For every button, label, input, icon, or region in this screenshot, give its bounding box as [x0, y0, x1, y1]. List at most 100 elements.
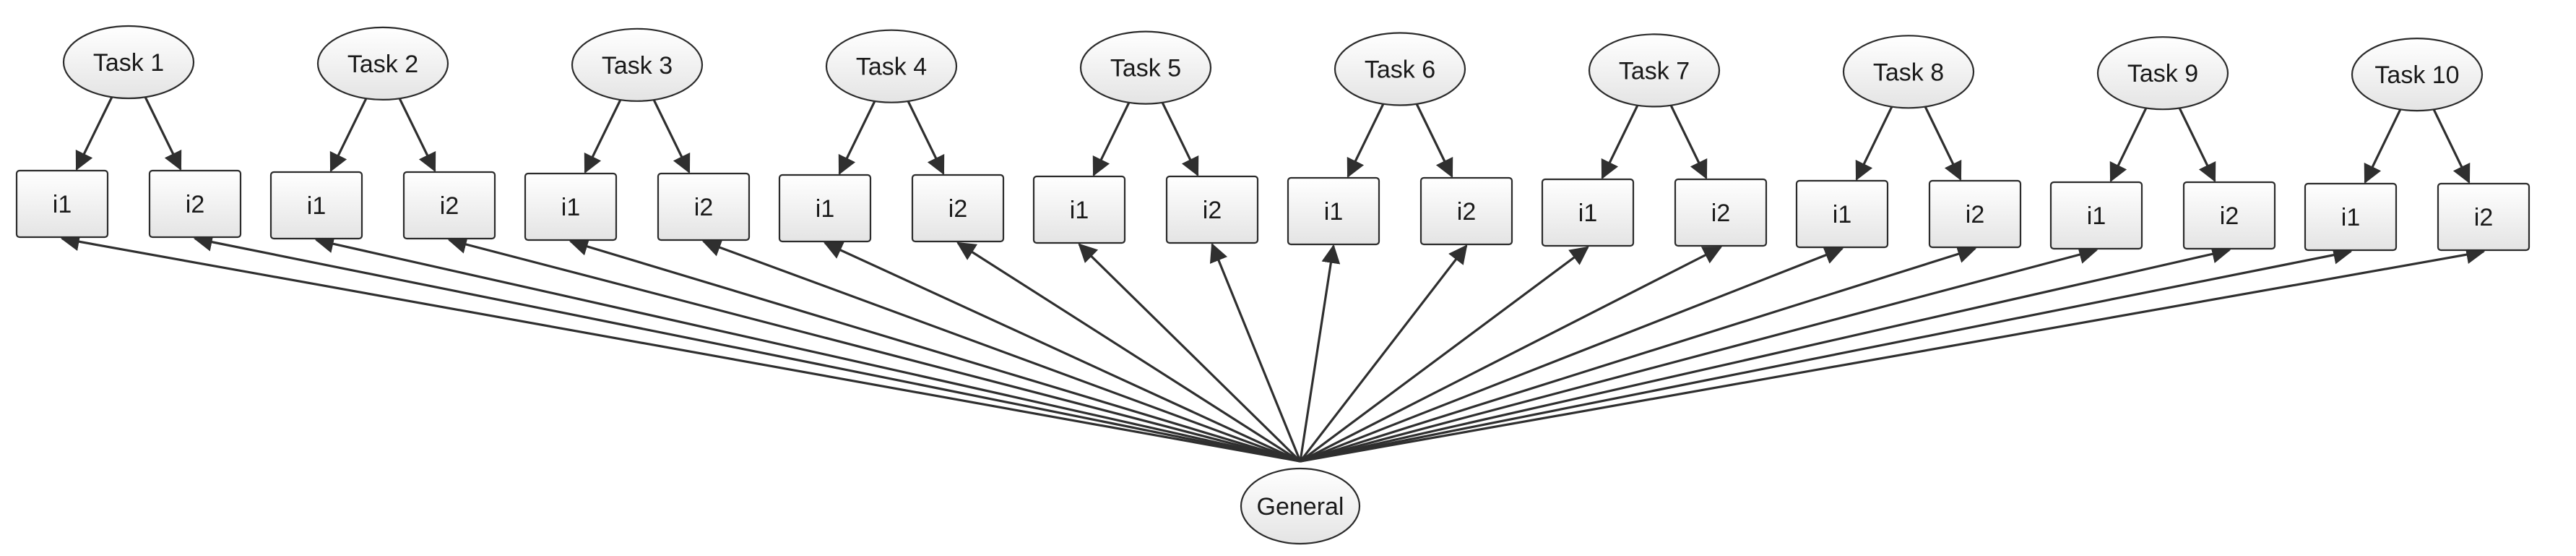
general-to-task1-i1-arrow [60, 232, 1301, 463]
item-box [148, 169, 242, 239]
item-node: i1 [2304, 182, 2398, 252]
item-label: i2 [948, 195, 967, 223]
task-label: Task 3 [602, 52, 673, 80]
task-label: Task 10 [2374, 61, 2459, 89]
task3-to-i2-arrow [652, 98, 691, 174]
item-label: i1 [307, 192, 326, 220]
general-to-task8-i1-arrow [1300, 246, 1844, 463]
task2-to-i1-arrow [329, 96, 368, 172]
task-node: Task 7 [1588, 33, 1721, 108]
task-ellipse [825, 29, 958, 103]
item-node: i2 [657, 172, 751, 241]
task-ellipse [2096, 36, 2229, 111]
general-to-task4-i2-arrow [956, 241, 1301, 463]
task-node: Task 10 [2351, 37, 2484, 112]
item-box [402, 171, 496, 240]
item-node: i2 [2437, 182, 2530, 252]
general-to-task5-i2-arrow [1209, 242, 1302, 462]
task-label: Task 8 [1873, 59, 1944, 86]
task4-to-i2-arrow [906, 98, 945, 175]
item-box [15, 169, 109, 239]
item-label: i2 [694, 194, 713, 221]
task-ellipse [1842, 35, 1975, 109]
item-box [2182, 181, 2276, 250]
item-label: i1 [53, 191, 72, 218]
item-node: i2 [1674, 178, 1768, 247]
item-label: i1 [2087, 202, 2106, 230]
task-label: Task 2 [347, 51, 418, 78]
task5-to-i1-arrow [1092, 100, 1131, 176]
item-label: i2 [1711, 200, 1730, 227]
item-node: i1 [1541, 178, 1635, 247]
task10-to-i1-arrow [2364, 107, 2403, 184]
task6-to-i1-arrow [1347, 101, 1386, 178]
item-box [657, 172, 751, 241]
general-node: General [1240, 467, 1361, 545]
task-node: Task 8 [1842, 35, 1975, 109]
task-ellipse [1334, 32, 1466, 106]
item-node: i1 [2049, 181, 2143, 250]
task2-to-i2-arrow [397, 96, 436, 172]
task-loadings [75, 95, 2471, 184]
task9-to-i2-arrow [2177, 106, 2216, 182]
task8-to-i1-arrow [1855, 104, 1894, 181]
item-node: i2 [1165, 175, 1259, 244]
task7-to-i1-arrow [1601, 103, 1640, 179]
item-label: i2 [440, 192, 459, 220]
task-node: Task 9 [2096, 36, 2229, 111]
item-node: i2 [402, 171, 496, 240]
general-to-task6-i2-arrow [1299, 244, 1468, 462]
task-label: Task 1 [93, 49, 164, 77]
general-to-task2-i2-arrow [447, 235, 1301, 463]
task-label: Task 7 [1619, 57, 1690, 85]
item-box [269, 171, 363, 240]
general-to-task10-i2-arrow [1300, 245, 2486, 463]
item-label: i2 [186, 191, 204, 218]
item-label: i1 [561, 194, 580, 221]
task-node: Task 6 [1334, 32, 1466, 106]
general-to-task3-i1-arrow [569, 237, 1301, 463]
task-label: Task 4 [856, 54, 927, 81]
task-label: Task 9 [2127, 60, 2198, 87]
general-to-task5-i1-arrow [1078, 243, 1302, 463]
item-label: i2 [1966, 201, 1984, 228]
general-to-task8-i2-arrow [1300, 244, 1977, 463]
task-ellipse [1588, 33, 1721, 108]
item-label: i1 [2341, 204, 2360, 231]
item-label: i2 [1203, 197, 1222, 224]
item-node: i1 [15, 169, 109, 239]
item-box [1419, 176, 1513, 246]
item-node: i1 [1032, 175, 1126, 244]
task6-to-i2-arrow [1414, 101, 1453, 178]
item-node: i2 [148, 169, 242, 239]
task9-to-i1-arrow [2109, 106, 2148, 182]
task1-to-i1-arrow [75, 95, 114, 171]
task-ellipse [316, 26, 449, 101]
item-box [2049, 181, 2143, 250]
item-box [524, 172, 618, 241]
item-box [2437, 182, 2530, 252]
item-box [1928, 179, 2022, 249]
task-label: Task 5 [1110, 55, 1181, 82]
general-label: General [1257, 493, 1344, 521]
general-loadings [60, 232, 2486, 463]
task3-to-i1-arrow [584, 98, 623, 174]
item-box [2304, 182, 2398, 252]
item-label: i2 [2220, 202, 2239, 230]
item-node: i2 [911, 174, 1005, 243]
general-to-task3-i2-arrow [701, 239, 1301, 463]
task-ellipse [1079, 30, 1212, 105]
task-label: Task 6 [1365, 56, 1435, 84]
general-to-task6-i1-arrow [1299, 244, 1341, 462]
item-box [1674, 178, 1768, 247]
task5-to-i2-arrow [1160, 100, 1199, 176]
item-label: i2 [1457, 198, 1476, 226]
task4-to-i1-arrow [838, 98, 877, 175]
item-node: i1 [1287, 176, 1380, 246]
general-to-task7-i2-arrow [1300, 246, 1722, 463]
general-ellipse [1240, 467, 1361, 545]
item-box [911, 174, 1005, 243]
item-label: i2 [2474, 204, 2493, 231]
item-box [1165, 175, 1259, 244]
general-to-task1-i2-arrow [193, 232, 1301, 463]
